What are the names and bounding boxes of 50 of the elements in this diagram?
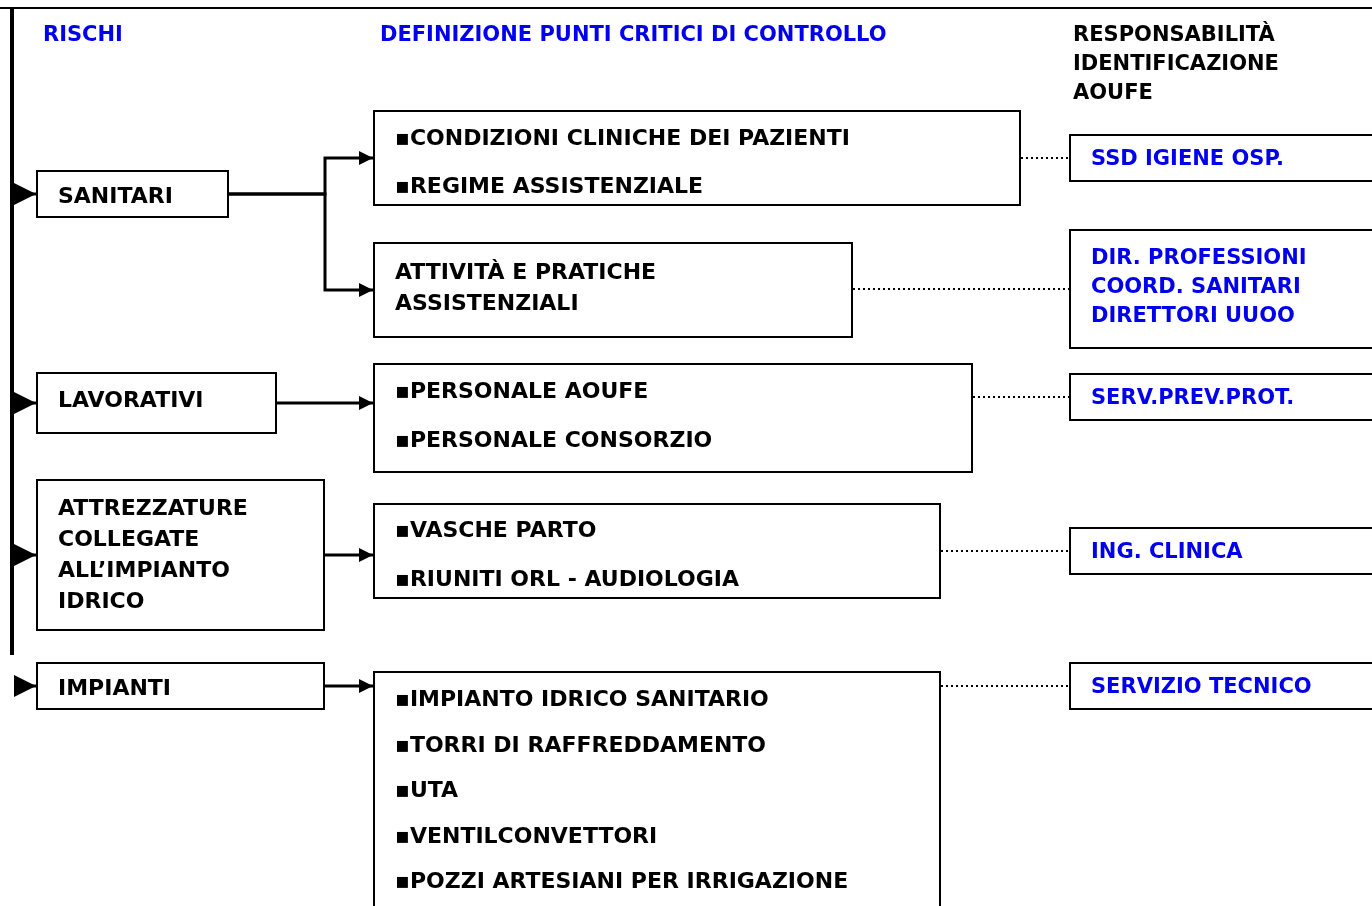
text-box — [36, 662, 325, 710]
box-text: DIRETTORI UUOO — [1091, 302, 1295, 329]
box-text: ▪UTA — [395, 776, 459, 804]
text-box — [36, 170, 229, 218]
box-text: ▪POZZI ARTESIANI PER IRRIGAZIONE — [395, 867, 849, 895]
arrow — [277, 396, 373, 410]
box-text: ▪PERSONALE AOUFE — [395, 377, 649, 405]
box-text: SANITARI — [58, 182, 173, 210]
box-text: ATTREZZATURE COLLEGATE ALL’IMPIANTO IDRICO — [58, 494, 249, 615]
box-text: SERV.PREV.PROT. — [1091, 384, 1295, 411]
responsibility-box — [1069, 134, 1372, 182]
text-box — [373, 110, 1021, 206]
dotted-connector — [940, 550, 1070, 552]
column-heading: DEFINIZIONE PUNTI CRITICI DI CONTROLLO — [380, 21, 887, 48]
arrow — [14, 544, 36, 566]
box-text: ▪RIUNITI ORL - AUDIOLOGIA — [395, 565, 740, 593]
arrow — [14, 183, 36, 205]
box-text: IMPIANTI — [58, 674, 172, 702]
box-text: SSD IGIENE OSP. — [1091, 145, 1284, 172]
responsibility-box — [1069, 662, 1372, 710]
box-text: ▪CONDIZIONI CLINICHE DEI PAZIENTI — [395, 124, 850, 152]
box-text: SERVIZIO TECNICO — [1091, 673, 1312, 700]
arrow — [325, 548, 373, 562]
responsibility-box — [1069, 373, 1372, 421]
column-heading: RISCHI — [43, 21, 123, 48]
box-text: ▪VASCHE PARTO — [395, 516, 597, 544]
column-heading: RESPONSABILITÀ IDENTIFICAZIONE AOUFE — [1073, 20, 1280, 106]
arrow — [14, 675, 36, 697]
dotted-connector — [940, 685, 1070, 687]
box-text: ING. CLINICA — [1091, 538, 1243, 565]
box-text: ▪PERSONALE CONSORZIO — [395, 426, 713, 454]
box-text: ▪VENTILCONVETTORI — [395, 821, 658, 850]
box-text: COORD. SANITARI — [1091, 273, 1301, 300]
responsibility-box — [1069, 229, 1372, 349]
box-text: ▪REGIME ASSISTENZIALE — [395, 172, 704, 200]
box-text: LAVORATIVI — [58, 386, 204, 414]
text-box — [36, 479, 325, 631]
arrow — [325, 679, 373, 693]
text-box — [373, 671, 941, 906]
text-box — [36, 372, 277, 434]
box-text: ▪TORRI DI RAFFREDDAMENTO — [395, 730, 767, 759]
text-box — [373, 503, 941, 599]
box-text: DIR. PROFESSIONI — [1091, 244, 1307, 271]
box-text: ATTIVITÀ E PRATICHE ASSISTENZIALI — [395, 258, 658, 317]
arrow — [229, 192, 373, 297]
text-box — [373, 242, 853, 338]
box-text: ▪IMPIANTO IDRICO SANITARIO — [395, 685, 769, 713]
arrow — [14, 392, 36, 414]
responsibility-box — [1069, 527, 1372, 575]
text-box — [373, 363, 973, 473]
